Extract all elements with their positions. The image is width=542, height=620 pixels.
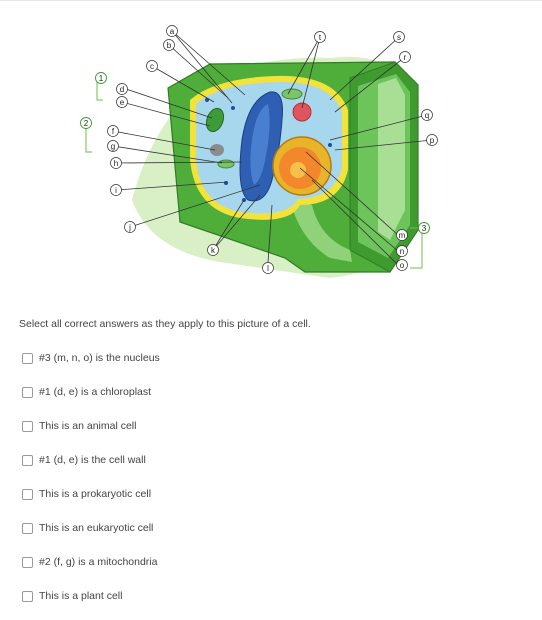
svg-text:e: e	[120, 98, 125, 107]
option-4[interactable]: #1 (d, e) is the cell wall	[22, 452, 146, 468]
option-6[interactable]: This is an eukaryotic cell	[22, 520, 153, 536]
svg-text:c: c	[150, 62, 154, 71]
label-s: s	[393, 31, 405, 43]
label-p: p	[426, 134, 438, 146]
option-label: This is an animal cell	[39, 420, 137, 432]
chloroplast-3	[217, 159, 235, 169]
label-a: a	[166, 25, 178, 37]
checkbox[interactable]	[22, 556, 33, 568]
svg-text:q: q	[425, 111, 429, 120]
svg-text:a: a	[170, 27, 175, 36]
chloroplast-1	[205, 107, 225, 133]
option-label: #1 (d, e) is a chloroplast	[39, 386, 152, 398]
label-f: f	[107, 125, 119, 137]
checkbox[interactable]	[22, 454, 33, 466]
label-h: h	[110, 157, 122, 169]
label-o: o	[396, 259, 408, 271]
label-d: d	[116, 83, 128, 95]
option-5[interactable]: This is a prokaryotic cell	[22, 486, 151, 502]
organelle-grey	[210, 144, 224, 156]
svg-text:n: n	[400, 247, 404, 256]
svg-text:k: k	[211, 246, 216, 255]
checkbox[interactable]	[22, 590, 33, 602]
svg-text:f: f	[112, 127, 115, 136]
svg-text:l: l	[267, 264, 269, 273]
group-label-3: 3	[418, 222, 430, 234]
plant-cell-diagram: a b c d e f g h i j k l m n o p q r s t …	[80, 25, 438, 279]
option-label: This is a plant cell	[39, 590, 123, 602]
mitochondrion	[292, 102, 312, 122]
letter-labels: a b c d e f g h i j k l m n o p q r s t	[107, 25, 438, 274]
svg-text:t: t	[319, 33, 322, 42]
checkbox[interactable]	[22, 488, 33, 500]
option-3[interactable]: This is an animal cell	[22, 418, 136, 434]
svg-text:j: j	[128, 223, 131, 232]
option-8[interactable]: This is a plant cell	[22, 588, 122, 604]
label-t: t	[314, 31, 326, 43]
checkbox[interactable]	[22, 522, 33, 534]
svg-text:2: 2	[84, 119, 89, 128]
svg-text:h: h	[114, 159, 118, 168]
option-label: #3 (m, n, o) is the nucleus	[39, 352, 160, 364]
group-label-1: 1	[95, 72, 107, 84]
nucleolus	[290, 162, 306, 178]
option-2[interactable]: #1 (d, e) is a chloroplast	[22, 384, 151, 400]
svg-text:1: 1	[99, 74, 104, 83]
label-l: l	[262, 262, 274, 274]
checkbox[interactable]	[22, 352, 33, 364]
group-labels: 1 2 3	[80, 72, 430, 234]
svg-text:p: p	[430, 136, 435, 145]
option-1[interactable]: #3 (m, n, o) is the nucleus	[22, 350, 160, 366]
svg-text:i: i	[115, 186, 117, 195]
label-r: r	[399, 51, 411, 63]
label-m: m	[396, 229, 408, 241]
label-i: i	[110, 184, 122, 196]
svg-text:d: d	[120, 85, 124, 94]
svg-text:m: m	[399, 231, 406, 240]
group-label-2: 2	[80, 117, 92, 129]
label-c: c	[146, 60, 158, 72]
svg-text:g: g	[111, 142, 115, 151]
svg-text:3: 3	[422, 224, 427, 233]
option-label: This is a prokaryotic cell	[39, 488, 152, 500]
label-k: k	[207, 244, 219, 256]
top-divider	[0, 0, 542, 1]
label-q: q	[421, 109, 433, 121]
question-prompt: Select all correct answers as they apply…	[19, 318, 311, 330]
option-label: #1 (d, e) is the cell wall	[39, 454, 146, 466]
svg-text:s: s	[397, 33, 401, 42]
label-j: j	[124, 221, 136, 233]
label-e: e	[116, 96, 128, 108]
checkbox[interactable]	[22, 420, 33, 432]
svg-text:b: b	[167, 41, 172, 50]
option-7[interactable]: #2 (f, g) is a mitochondria	[22, 554, 157, 570]
chloroplast-2	[281, 88, 303, 100]
label-g: g	[107, 140, 119, 152]
label-b: b	[163, 39, 175, 51]
svg-text:o: o	[400, 261, 405, 270]
svg-text:r: r	[404, 53, 407, 62]
option-label: This is an eukaryotic cell	[39, 522, 154, 534]
label-n: n	[396, 245, 408, 257]
option-label: #2 (f, g) is a mitochondria	[39, 556, 158, 568]
checkbox[interactable]	[22, 386, 33, 398]
